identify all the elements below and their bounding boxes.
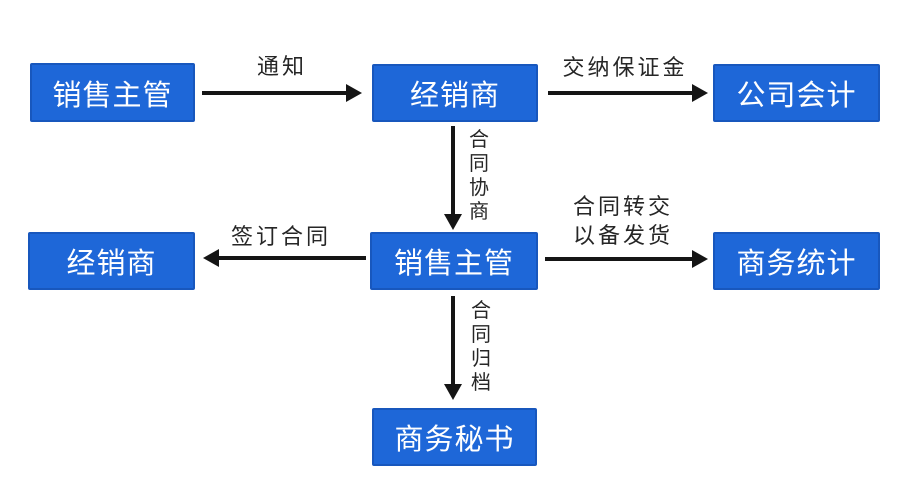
node-distributor-left: 经销商 [28, 232, 195, 290]
arrow-negotiation-down-icon [444, 126, 462, 230]
node-sales-manager-mid: 销售主管 [370, 232, 538, 290]
node-company-accountant: 公司会计 [713, 64, 880, 122]
node-business-statistics: 商务统计 [713, 232, 880, 290]
arrow-archive-down-icon [444, 296, 462, 400]
node-distributor-top: 经销商 [372, 64, 538, 122]
edge-label-contract-archive: 合同归档 [471, 300, 491, 394]
arrow-notify-right-icon [202, 84, 362, 102]
edge-label-notify: 通知 [256, 54, 307, 79]
arrow-transfer-right-icon [545, 250, 708, 268]
node-sales-manager-top: 销售主管 [30, 63, 195, 122]
edge-label-sign-contract: 签订合同 [230, 224, 331, 249]
arrow-deposit-right-icon [548, 84, 708, 102]
edge-label-contract-negotiation: 合同协商 [469, 129, 489, 223]
edge-label-contract-transfer: 合同转交 以备发货 [572, 194, 673, 248]
edge-label-pay-deposit: 交纳保证金 [562, 55, 688, 80]
arrow-sign-left-icon [203, 249, 366, 267]
node-business-secretary: 商务秘书 [372, 408, 537, 466]
